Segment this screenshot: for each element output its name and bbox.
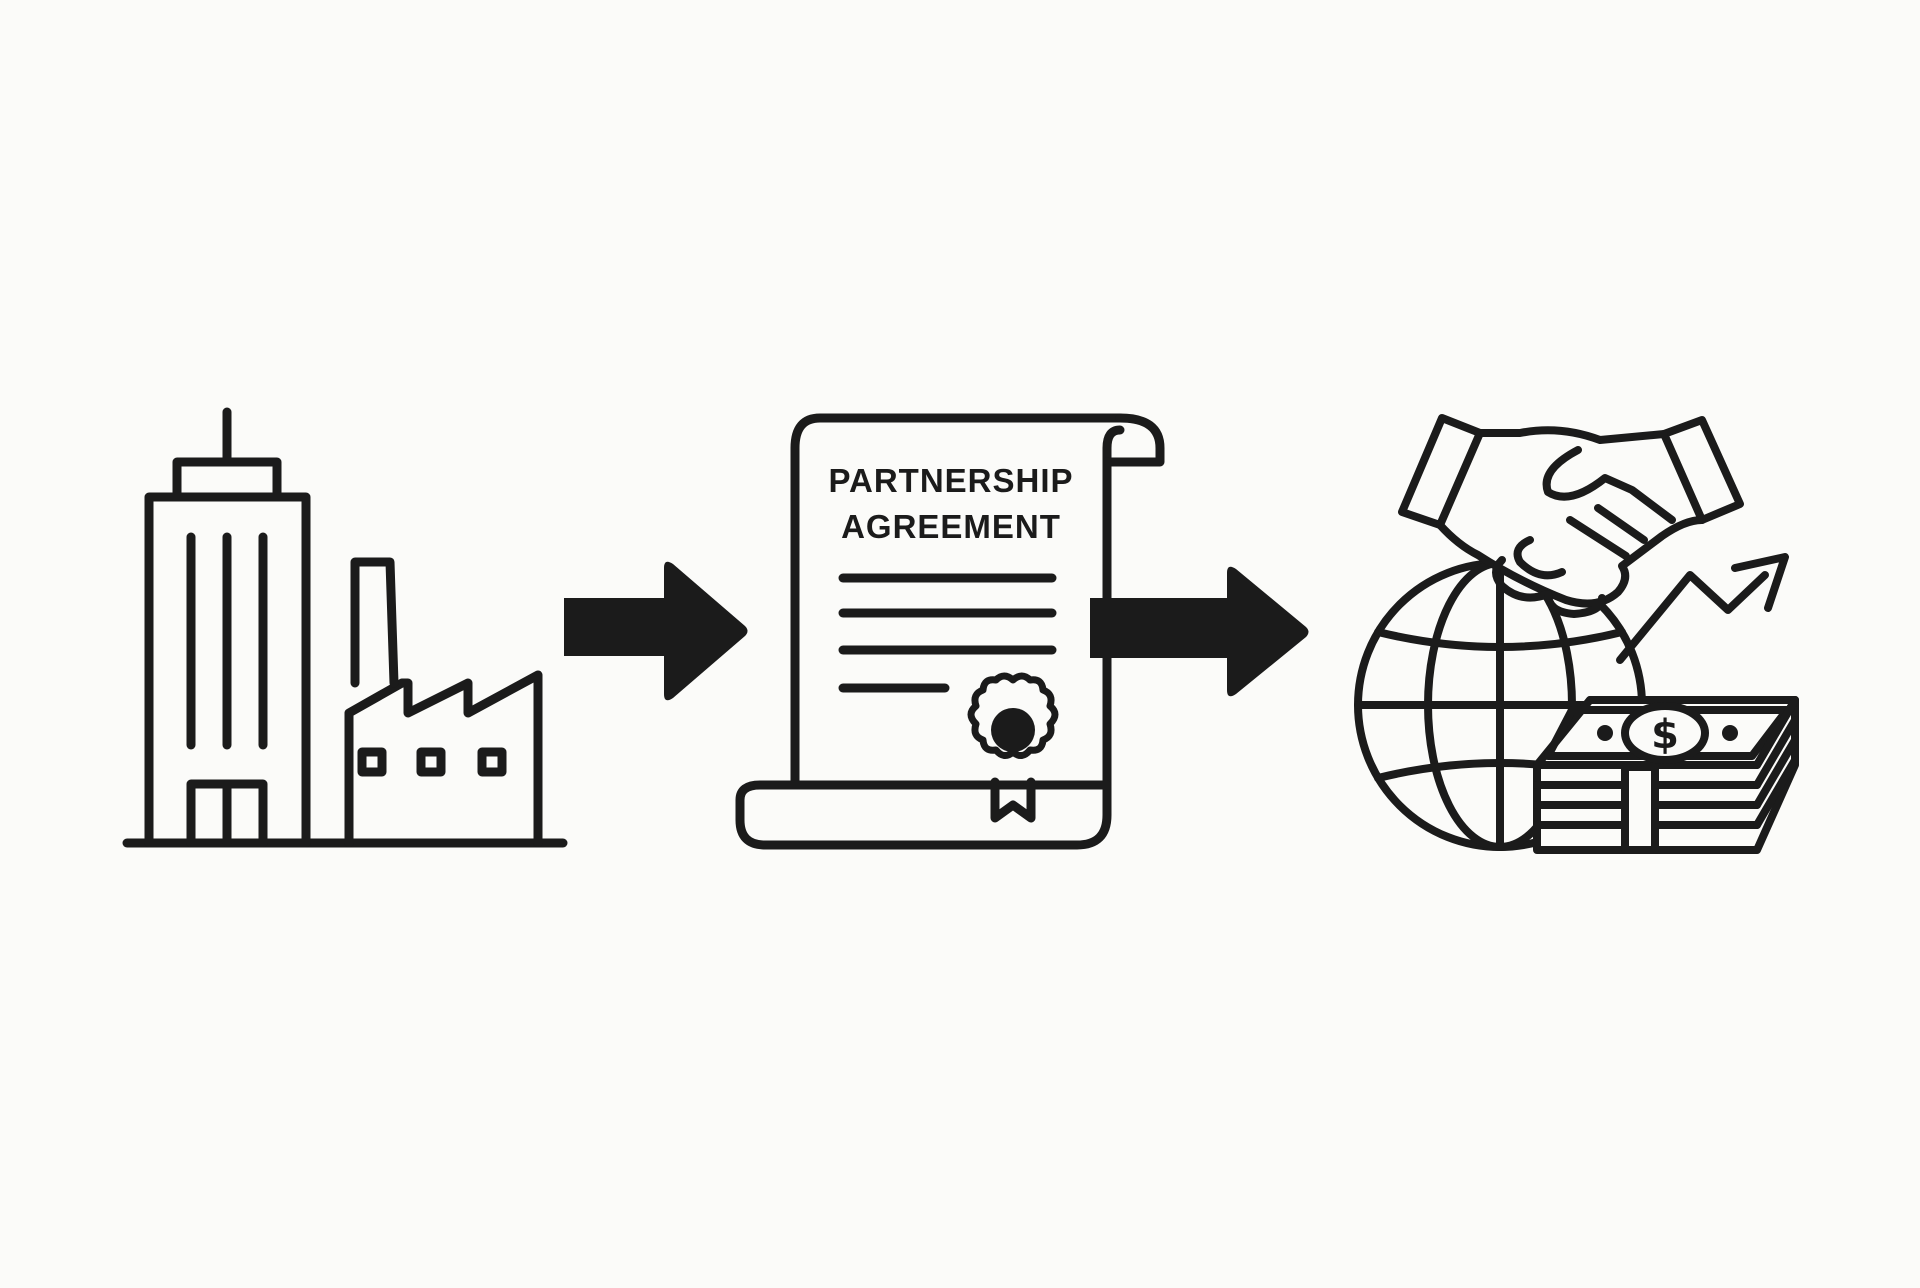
partnership-agreement-scroll-icon: PARTNERSHIP AGREEMENT (735, 413, 1165, 850)
dollar-sign-icon: $ (1651, 712, 1679, 758)
agreement-title-line2: AGREEMENT (841, 508, 1061, 545)
office-building-and-factory-icon (122, 407, 568, 848)
agreement-title-line1: PARTNERSHIP (828, 462, 1073, 499)
right-arrow-icon (1090, 566, 1309, 697)
global-handshake-money-growth-icon: $ (1354, 414, 1799, 854)
right-arrow-icon (564, 561, 748, 701)
